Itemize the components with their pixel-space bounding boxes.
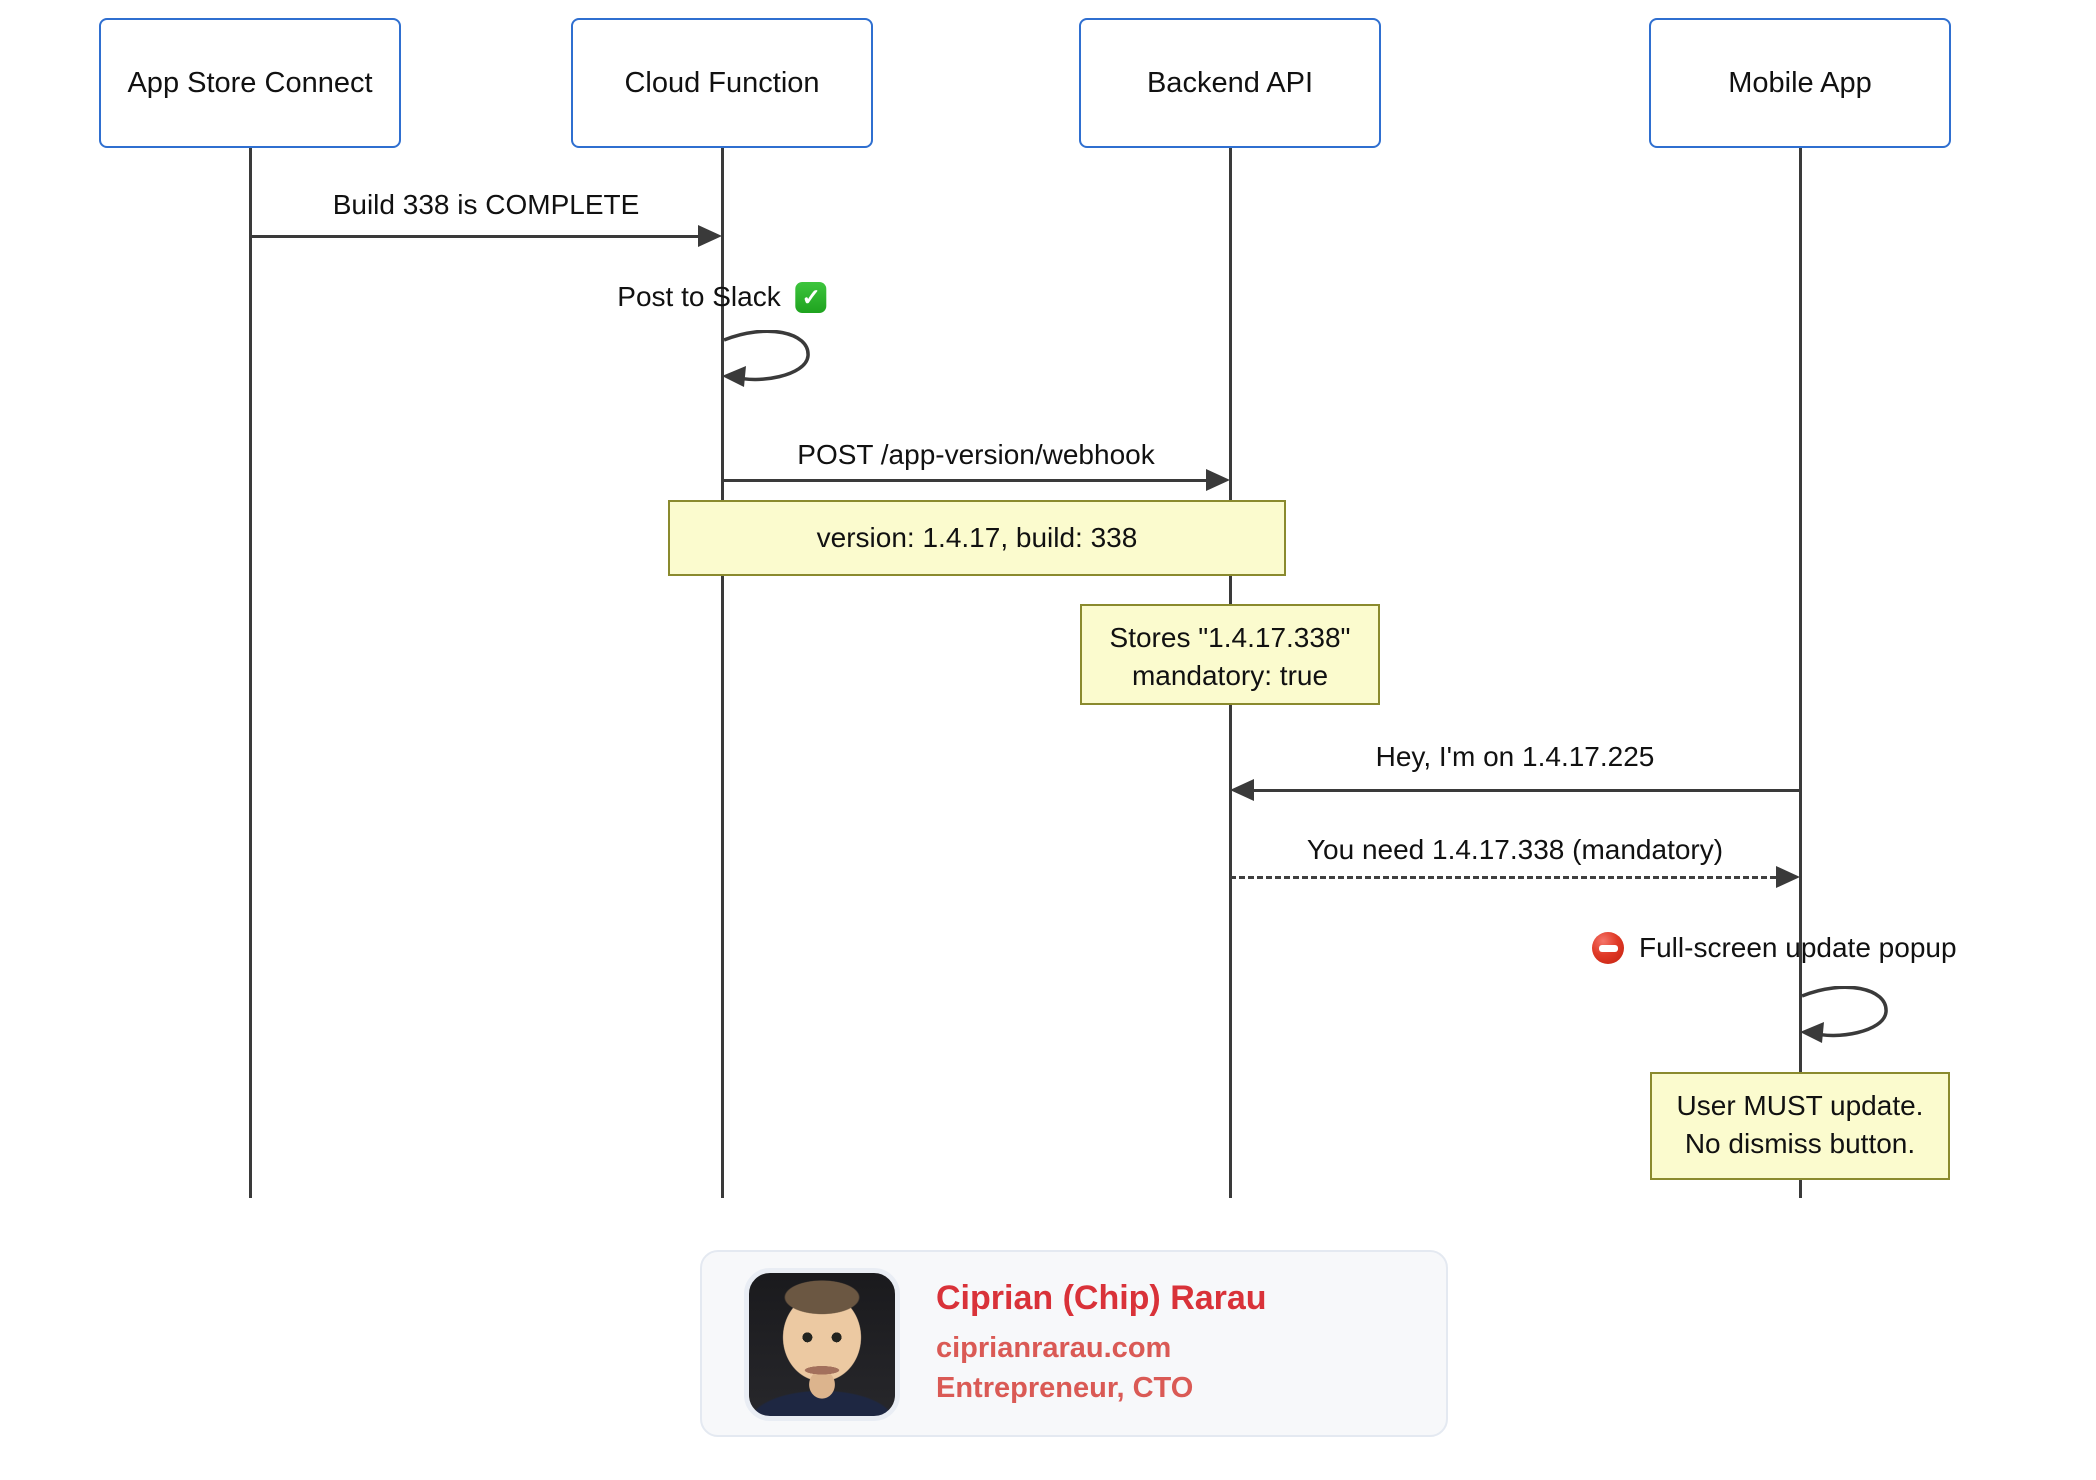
message-build-complete-label: Build 338 is COMPLETE bbox=[332, 189, 640, 220]
message-fullscreen-popup: Full-screen update popup bbox=[1592, 932, 1957, 964]
message-reports-version-label: Hey, I'm on 1.4.17.225 bbox=[1375, 741, 1655, 772]
arrowhead-left-icon bbox=[1800, 1022, 1824, 1043]
note-stores-line2: mandatory: true bbox=[1131, 660, 1329, 691]
note-stores: Stores "1.4.17.338" mandatory: true bbox=[1080, 604, 1380, 705]
participant-app-store-connect: App Store Connect bbox=[99, 18, 401, 148]
arrowhead-left-icon bbox=[1230, 779, 1254, 801]
profile-name: Ciprian (Chip) Rarau bbox=[936, 1279, 1267, 1317]
lifeline-cloud-function bbox=[720, 148, 724, 1198]
participant-cloud-function: Cloud Function bbox=[571, 18, 873, 148]
message-post-to-slack-label: Post to Slack bbox=[617, 281, 781, 312]
note-version: version: 1.4.17, build: 338 bbox=[668, 500, 1286, 576]
participant-label: Mobile App bbox=[1728, 66, 1872, 99]
no-entry-icon bbox=[1592, 932, 1624, 964]
note-version-text: version: 1.4.17, build: 338 bbox=[816, 522, 1138, 553]
profile-website: ciprianrarau.com bbox=[936, 1332, 1172, 1364]
message-reports-version-arrow bbox=[1252, 789, 1800, 792]
avatar-photo bbox=[744, 1268, 900, 1421]
lifeline-mobile-app bbox=[1798, 148, 1802, 1198]
check-icon bbox=[795, 281, 827, 313]
lifeline-app-store-connect bbox=[248, 148, 252, 1198]
message-post-to-slack: Post to Slack bbox=[617, 281, 827, 313]
message-post-webhook-arrow bbox=[722, 479, 1206, 482]
arrowhead-right-icon bbox=[698, 225, 722, 247]
participant-label: App Store Connect bbox=[127, 66, 373, 99]
profile-title: Entrepreneur, CTO bbox=[936, 1372, 1194, 1404]
message-fullscreen-popup-label: Full-screen update popup bbox=[1639, 932, 1957, 963]
participant-label: Backend API bbox=[1146, 66, 1314, 99]
arrowhead-right-icon bbox=[1206, 469, 1230, 491]
arrowhead-right-icon bbox=[1776, 866, 1800, 888]
message-build-complete-arrow bbox=[250, 235, 700, 238]
participant-mobile-app: Mobile App bbox=[1649, 18, 1951, 148]
self-loop-mobile-app bbox=[1800, 986, 1888, 1043]
participant-label: Cloud Function bbox=[624, 66, 820, 99]
note-update-line2: No dismiss button. bbox=[1684, 1128, 1916, 1159]
arrowhead-left-icon bbox=[722, 366, 746, 387]
message-need-version-label: You need 1.4.17.338 (mandatory) bbox=[1306, 834, 1724, 865]
message-post-webhook-label: POST /app-version/webhook bbox=[797, 439, 1155, 470]
note-stores-line1: Stores "1.4.17.338" bbox=[1109, 622, 1351, 653]
message-need-version-dashed-arrow bbox=[1230, 876, 1776, 879]
participant-backend-api: Backend API bbox=[1079, 18, 1381, 148]
self-loop-cloud-function bbox=[722, 330, 810, 387]
note-update-line1: User MUST update. bbox=[1676, 1090, 1924, 1121]
note-update: User MUST update. No dismiss button. bbox=[1650, 1072, 1950, 1180]
